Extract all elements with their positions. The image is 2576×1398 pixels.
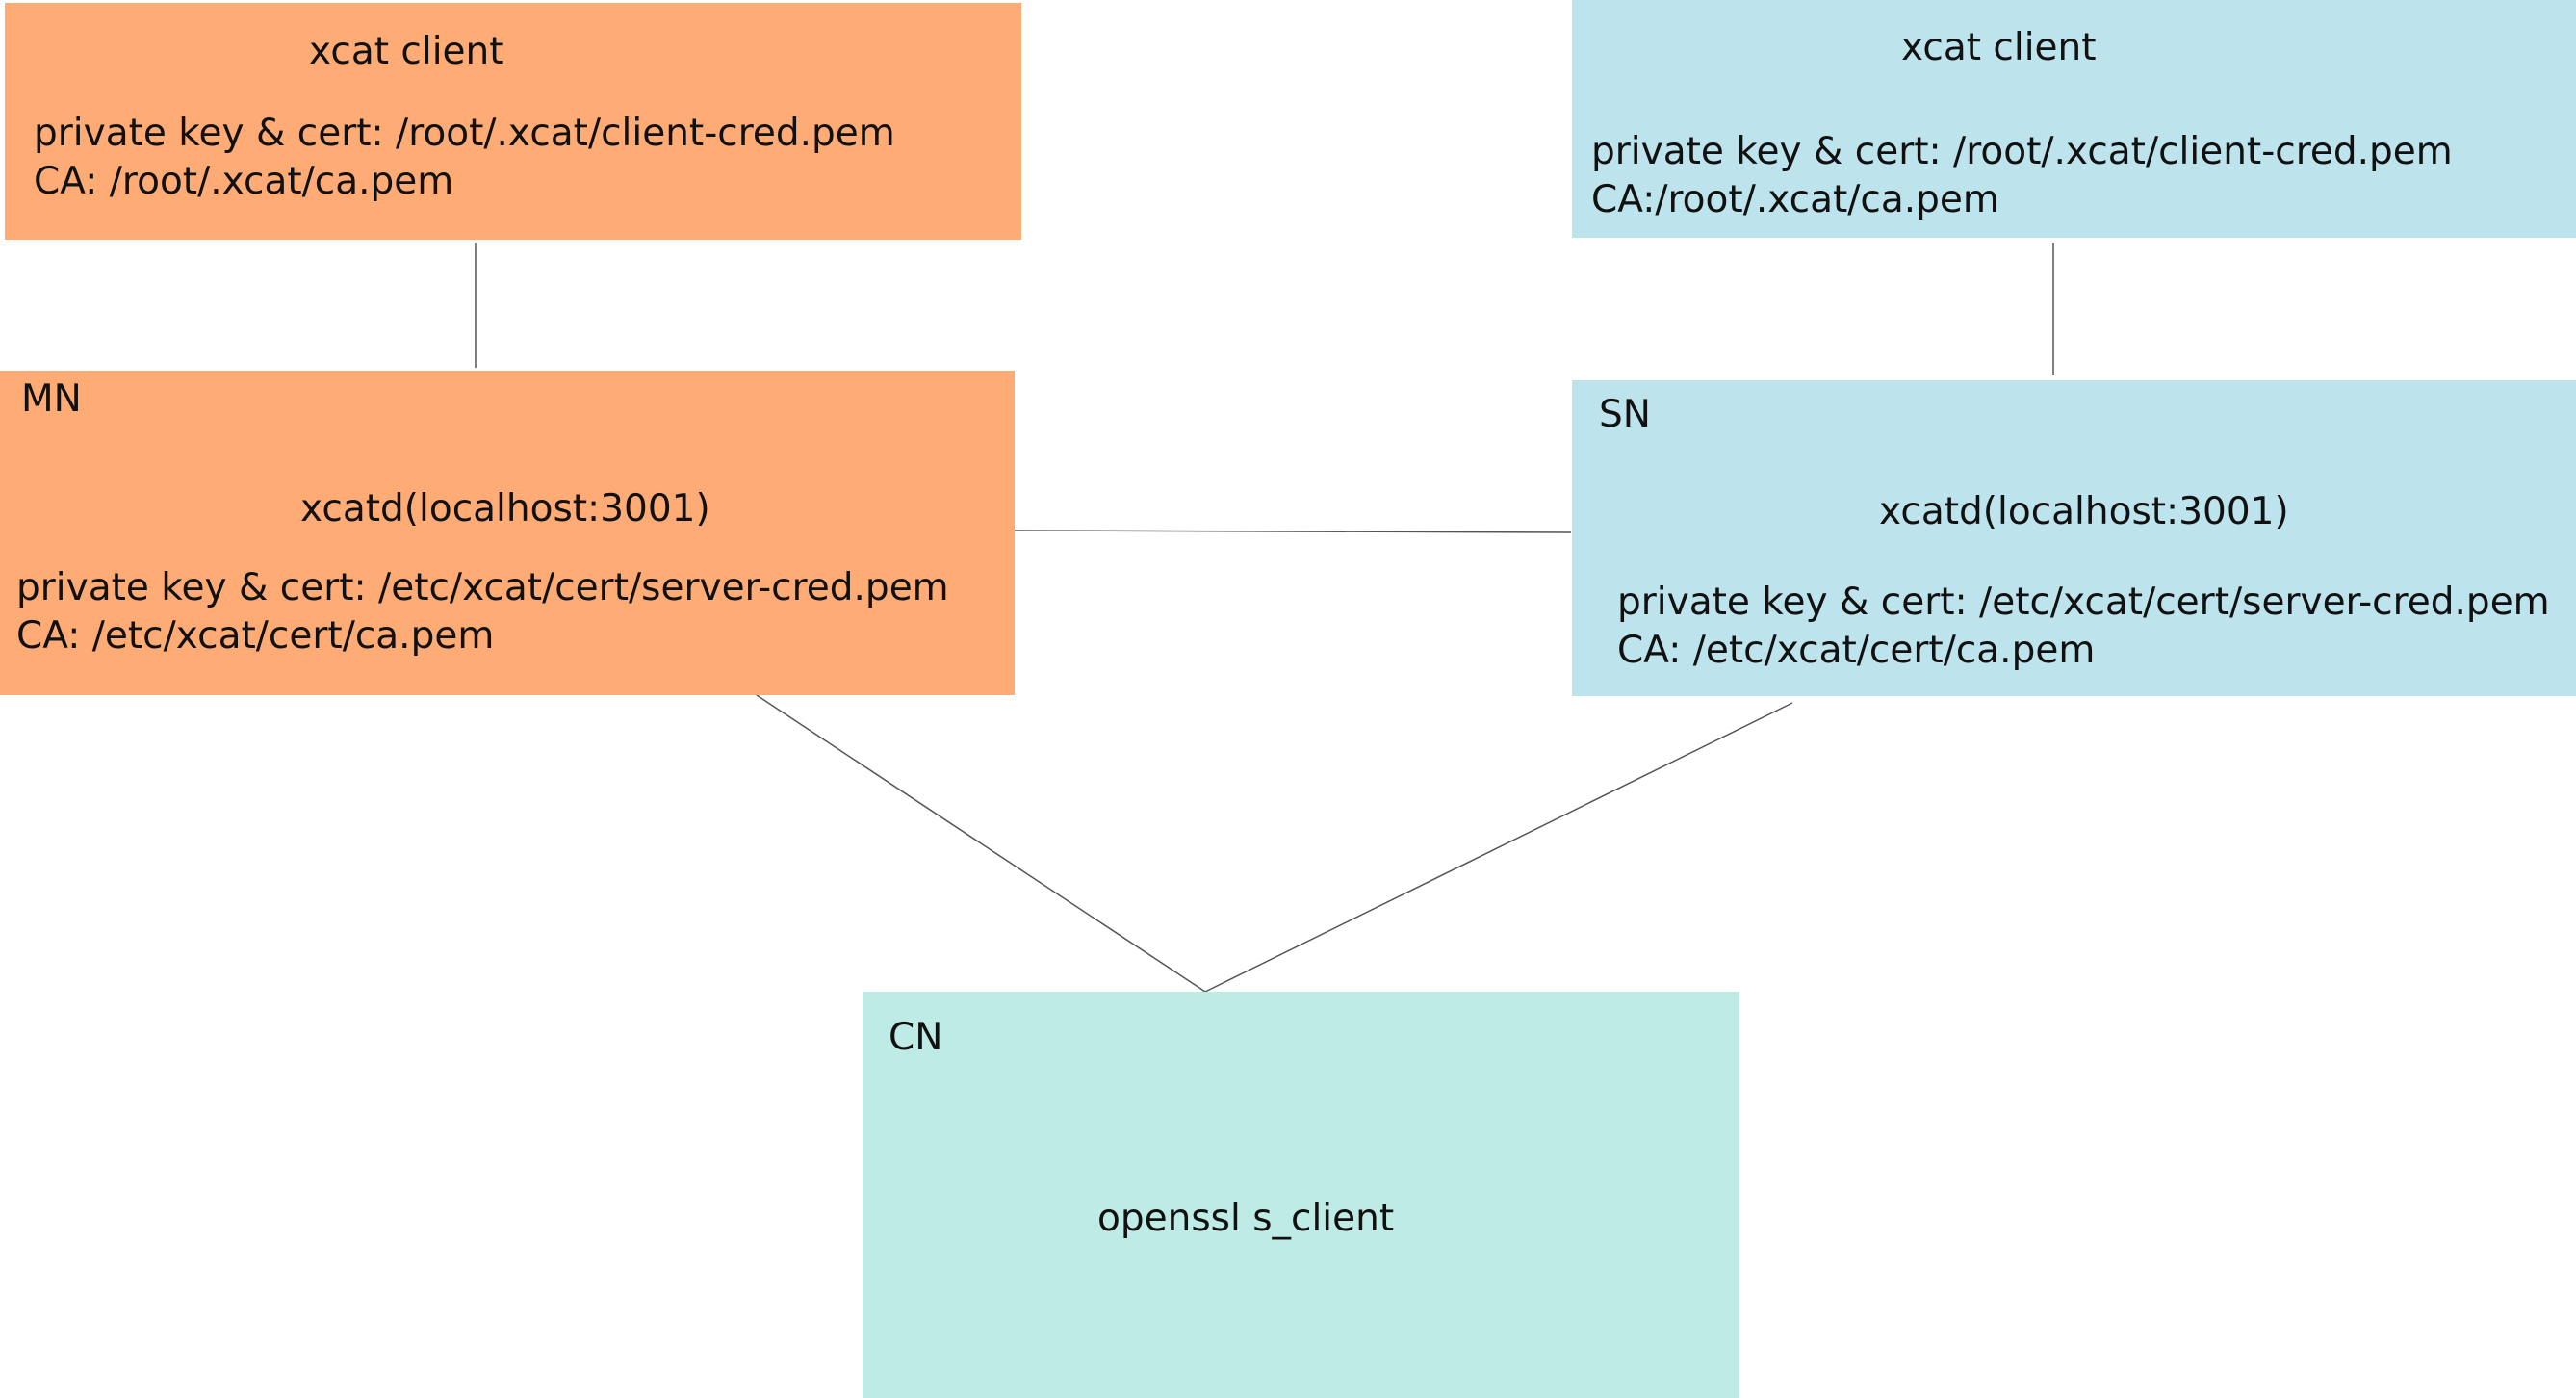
mn-client-key-line: private key & cert: /root/.xcat/client-c…: [34, 112, 895, 155]
mn-key-line: private key & cert: /etc/xcat/cert/serve…: [16, 566, 949, 609]
cn-box: CN openssl s_client: [863, 992, 1739, 1398]
link-mn-to-cn: [756, 694, 1206, 993]
sn-key-line: private key & cert: /etc/xcat/cert/serve…: [1617, 581, 2550, 624]
sn-box: SN xcatd(localhost:3001) private key & c…: [1572, 380, 2576, 696]
mn-label: MN: [21, 377, 82, 421]
sn-client-box: xcat client private key & cert: /root/.x…: [1572, 0, 2576, 238]
sn-label: SN: [1599, 393, 1651, 436]
cn-label: CN: [889, 1016, 943, 1059]
mn-ca-line: CA: /etc/xcat/cert/ca.pem: [16, 614, 495, 658]
mn-client-ca-line: CA: /root/.xcat/ca.pem: [34, 160, 454, 203]
sn-client-ca-line: CA:/root/.xcat/ca.pem: [1591, 178, 1999, 221]
sn-client-title: xcat client: [1901, 26, 2097, 69]
sn-client-key-line: private key & cert: /root/.xcat/client-c…: [1591, 130, 2453, 173]
mn-client-box: xcat client private key & cert: /root/.x…: [5, 3, 1021, 240]
mn-daemon: xcatd(localhost:3001): [300, 487, 710, 531]
link-sn-to-cn: [1204, 702, 1793, 993]
sn-ca-line: CA: /etc/xcat/cert/ca.pem: [1617, 629, 2096, 672]
sn-daemon: xcatd(localhost:3001): [1879, 490, 2289, 533]
cn-program: openssl s_client: [1097, 1197, 1395, 1240]
mn-box: MN xcatd(localhost:3001) private key & c…: [0, 371, 1015, 695]
link-mn-to-sn: [1014, 530, 1572, 533]
mn-client-title: xcat client: [309, 30, 504, 73]
